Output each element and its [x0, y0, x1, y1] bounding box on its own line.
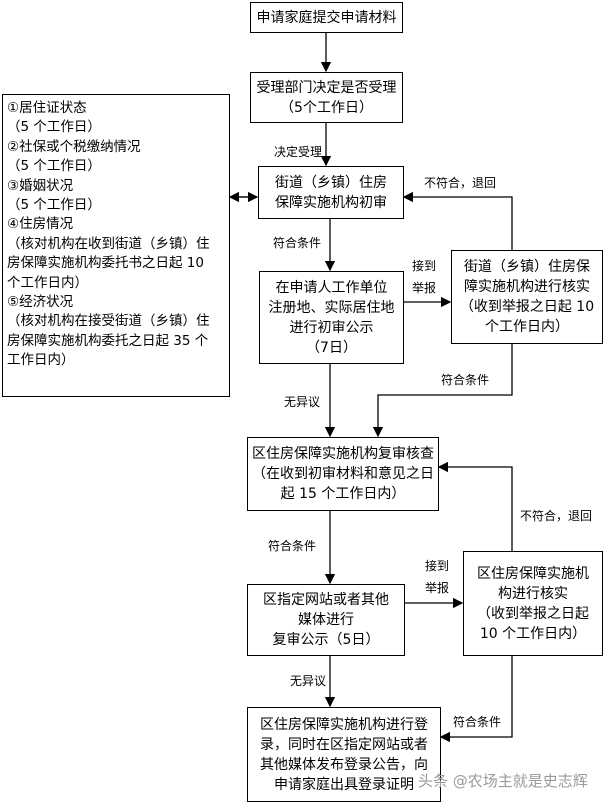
node-text: 个工作日内）: [485, 319, 569, 335]
label-qualified: 符合条件: [268, 539, 317, 553]
node-text: （5 个工作日）: [7, 119, 101, 136]
label-report: 接到: [425, 559, 450, 573]
node-text: 区住房保障实施机构进行登: [260, 716, 428, 733]
label-report: 举报: [412, 281, 437, 295]
node-text: 区指定网站或者其他: [263, 592, 389, 608]
node-text: （核对机构在收到街道（乡镇）住: [7, 235, 210, 252]
node-text: （7日）: [306, 339, 357, 356]
label-report: 举报: [425, 581, 450, 595]
node-district-publicity: 区指定网站或者其他 媒体进行 复审公示（5日）: [247, 584, 405, 656]
label-no-objection: 无异议: [284, 395, 321, 409]
node-text: （收到举报之日起 10: [459, 299, 595, 315]
label-reject: 不符合，退回: [520, 509, 593, 523]
node-accept-decision: 受理部门决定是否受理 （5个工作日）: [250, 72, 403, 123]
node-text: ③婚姻状况: [7, 177, 74, 194]
node-text: 障实施机构进行核实: [464, 279, 590, 295]
node-text: 其他媒体发布登录公告，向: [260, 756, 428, 773]
node-text: 录，同时在区指定网站或者: [260, 736, 428, 753]
node-text: 媒体进行: [298, 612, 354, 628]
node-text: 申请家庭出具登录证明: [274, 776, 414, 793]
arrow-dverify-qualified: [439, 655, 513, 743]
node-text: ⑤经济状况: [7, 294, 74, 311]
node-submit: 申请家庭提交申请材料: [250, 2, 403, 33]
arrow-dverify-reject: [437, 461, 513, 551]
label-accepted: 决定受理: [274, 145, 323, 159]
arrow-verify-reject: [402, 191, 513, 250]
node-text: 复审公示（5日）: [272, 632, 380, 648]
node-text: （5 个工作日）: [7, 158, 101, 175]
node-text: ②社保或个税缴纳情况: [7, 138, 141, 155]
node-text: 街道（乡镇）住房保: [464, 259, 590, 275]
node-text: （5个工作日）: [280, 99, 373, 116]
node-text: 保障实施机构初审: [275, 194, 387, 211]
node-text: 起 15 个工作日内）: [280, 486, 406, 502]
node-text: 房保障实施机构委托书之日起 10: [7, 255, 204, 272]
node-text: 进行初审公示: [289, 319, 374, 336]
node-district-verify: 区住房保障实施机 构进行核实 （收到举报之日起 10 个工作日内）: [463, 551, 603, 656]
node-text: 注册地、实际居住地: [268, 299, 395, 316]
label-report: 接到: [412, 259, 437, 273]
node-text: （在收到初审材料和意见之日: [252, 466, 434, 482]
node-text: 房保障实施机构委托之日起 35 个: [7, 332, 209, 349]
node-text: 区住房保障实施机: [477, 565, 589, 582]
node-text: 区住房保障实施机构复审核查: [252, 446, 434, 462]
watermark: 头条 @农场主就是史志辉: [418, 772, 588, 790]
label-qualified: 符合条件: [441, 373, 490, 387]
node-checks: ①居住证状态 （5 个工作日） ②社保或个税缴纳情况 （5 个工作日） ③婚姻状…: [2, 94, 230, 397]
label-qualified: 符合条件: [273, 236, 322, 250]
node-text: （核对机构在接受街道（乡镇）住: [7, 313, 210, 330]
node-street-review: 街道（乡镇）住房 保障实施机构初审: [258, 166, 404, 219]
node-text: （收到举报之日起: [477, 605, 589, 622]
node-text: 构进行核实: [498, 585, 568, 602]
node-text: ①居住证状态: [7, 100, 87, 116]
node-street-publicity: 在申请人工作单位 注册地、实际居住地 进行初审公示 （7日）: [259, 271, 404, 364]
node-text: （5 个工作日）: [7, 197, 101, 214]
label-no-objection: 无异议: [290, 674, 327, 688]
node-district-review: 区住房保障实施机构复审核查 （在收到初审材料和意见之日 起 15 个工作日内）: [247, 437, 439, 511]
node-text: 在申请人工作单位: [275, 279, 388, 296]
node-text: 10 个工作日内）: [479, 625, 587, 642]
node-street-verify: 街道（乡镇）住房保 障实施机构进行核实 （收到举报之日起 10 个工作日内）: [451, 250, 603, 344]
node-text: ④住房情况: [7, 216, 74, 233]
node-text: 工作日内）: [7, 352, 75, 369]
label-reject: 不符合，退回: [424, 176, 497, 190]
arrow-verify-qualified: [372, 343, 513, 438]
node-text: 申请家庭提交申请材料: [256, 9, 397, 26]
node-text: 街道（乡镇）住房: [275, 174, 387, 191]
node-text: 个工作日内）: [7, 274, 88, 291]
label-qualified: 符合条件: [453, 715, 502, 729]
node-registration: 区住房保障实施机构进行登 录，同时在区指定网站或者 其他媒体发布登录公告，向 申…: [247, 707, 441, 802]
node-text: 受理部门决定是否受理: [256, 79, 397, 96]
